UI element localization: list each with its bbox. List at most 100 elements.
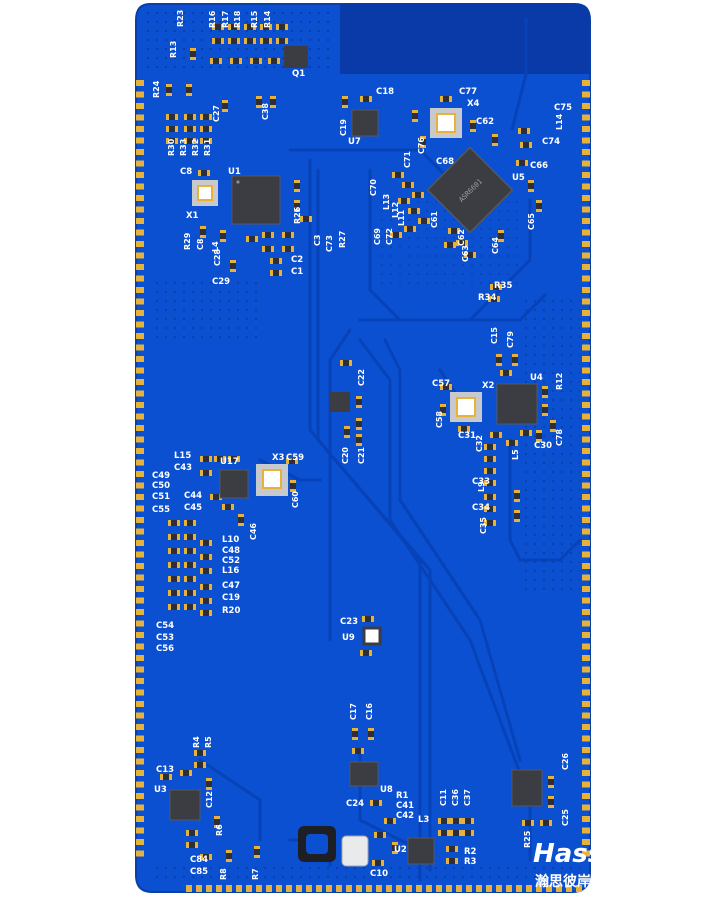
passive-component — [200, 114, 212, 120]
passive-component — [246, 236, 258, 242]
silkscreen-label: C43 — [174, 463, 192, 473]
silkscreen-label: C37 — [463, 789, 472, 806]
passive-component — [166, 126, 178, 132]
passive-component — [294, 200, 300, 212]
edge-pad — [136, 275, 144, 282]
chip-u8 — [349, 761, 379, 787]
crystal-x4 — [430, 108, 462, 138]
edge-pad — [582, 758, 590, 765]
passive-component — [168, 520, 180, 526]
crystal-x2 — [450, 392, 482, 422]
passive-component — [238, 514, 244, 526]
passive-component — [518, 128, 530, 134]
passive-component — [222, 504, 234, 510]
passive-component — [370, 800, 382, 806]
passive-component — [200, 226, 206, 238]
edge-pad — [136, 494, 144, 500]
passive-component — [412, 110, 418, 122]
passive-component — [398, 198, 410, 204]
silkscreen-label: C19 — [222, 593, 240, 603]
passive-component — [190, 48, 196, 60]
passive-component — [300, 216, 312, 222]
silkscreen-label: X1 — [186, 211, 199, 221]
crystal-x3 — [256, 464, 288, 496]
passive-component — [536, 200, 542, 212]
silkscreen-label: C46 — [249, 523, 258, 540]
passive-component — [492, 134, 498, 146]
edge-pad — [582, 114, 590, 121]
edge-pad — [136, 379, 144, 385]
edge-pad — [136, 367, 144, 374]
edge-pad — [136, 482, 144, 489]
edge-pad — [346, 885, 352, 892]
silkscreen-label: R17 — [221, 11, 230, 28]
edge-pad — [286, 885, 292, 892]
chip-u9 — [362, 626, 382, 646]
edge-pad — [582, 206, 590, 213]
edge-pad — [136, 137, 144, 144]
passive-component — [168, 590, 180, 596]
silkscreen-label: C11 — [439, 789, 448, 806]
passive-component — [168, 604, 180, 610]
passive-component — [184, 114, 196, 120]
silkscreen-label: C42 — [396, 811, 414, 821]
edge-pad — [136, 678, 144, 684]
silkscreen-label: R31 — [203, 138, 212, 156]
silkscreen-label: C13 — [156, 765, 174, 775]
edge-pad — [136, 666, 144, 673]
silkscreen-label: R8 — [219, 868, 228, 880]
passive-component — [362, 616, 374, 622]
edge-pad — [136, 321, 144, 328]
passive-component — [506, 440, 518, 446]
crystal-x1 — [192, 180, 218, 206]
edge-pad — [136, 609, 144, 615]
chip-u6 — [511, 769, 543, 807]
passive-component — [470, 120, 476, 132]
passive-component — [186, 842, 198, 848]
silkscreen-label: R26 — [293, 206, 302, 224]
silkscreen-label: L14 — [555, 113, 564, 130]
edge-pad — [582, 827, 590, 834]
watermark-com: com — [648, 830, 676, 844]
passive-component — [276, 24, 288, 30]
silkscreen-label: C75 — [554, 103, 572, 113]
silkscreen-label: C18 — [376, 87, 394, 97]
passive-component — [356, 434, 362, 446]
edge-pad — [466, 885, 472, 892]
passive-component — [516, 160, 528, 166]
passive-component — [360, 96, 372, 102]
edge-pad — [582, 321, 590, 328]
silkscreen-label: C61 — [430, 211, 439, 228]
passive-component — [458, 426, 470, 432]
edge-pad — [582, 494, 590, 500]
passive-component — [256, 96, 262, 108]
passive-component — [200, 126, 212, 132]
edge-pad — [582, 643, 590, 650]
silkscreen-label: X4 — [467, 99, 480, 109]
passive-component — [412, 192, 424, 198]
silkscreen-label: C71 — [403, 151, 412, 168]
edge-pad — [582, 252, 590, 259]
edge-pad — [136, 747, 144, 753]
silkscreen-label: R2 — [464, 847, 477, 857]
passive-component — [228, 38, 240, 44]
silkscreen-label: C28 — [213, 249, 222, 266]
edge-pad — [136, 91, 144, 98]
silkscreen-label: C12 — [205, 791, 214, 808]
edge-pad — [326, 885, 332, 892]
silkscreen-label: R4 — [192, 736, 201, 748]
edge-pad — [136, 126, 144, 132]
passive-component — [200, 598, 212, 604]
edge-pad — [136, 344, 144, 351]
silkscreen-label: C35 — [479, 517, 488, 534]
passive-component — [542, 386, 548, 398]
edge-pad — [136, 218, 144, 224]
silkscreen-label: R30 — [167, 138, 176, 156]
silkscreen-label: C29 — [212, 277, 230, 287]
edge-pad — [582, 597, 590, 604]
silkscreen-label: C84 — [190, 855, 208, 865]
passive-component — [230, 260, 236, 272]
edge-pad — [582, 551, 590, 558]
passive-component — [446, 858, 458, 864]
passive-component — [270, 270, 282, 276]
